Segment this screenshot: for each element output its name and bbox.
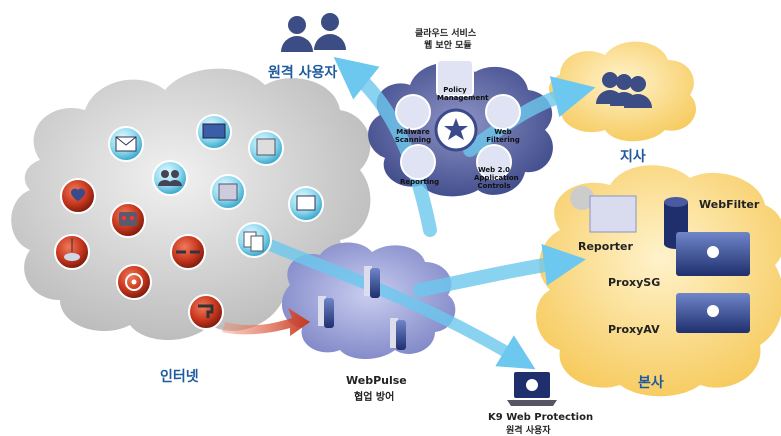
policy-module-label: Policy Management bbox=[437, 86, 489, 102]
branch-users-icon bbox=[596, 72, 652, 108]
web-filtering-module bbox=[485, 94, 521, 130]
remote-users-label: 원격 사용자 bbox=[268, 65, 338, 81]
webfilter-module-label: Web Filtering bbox=[486, 128, 520, 144]
threat-icons bbox=[54, 178, 224, 330]
cloud-service-title: 클라우드 서비스 bbox=[415, 29, 477, 39]
server-icon bbox=[318, 296, 334, 328]
webpulse-sub-label: 협업 방어 bbox=[354, 392, 395, 403]
email-icon bbox=[108, 126, 144, 162]
cloud-service-modules bbox=[395, 59, 521, 180]
robot-icon bbox=[110, 202, 146, 238]
leaking-faucet-icon bbox=[188, 294, 224, 330]
arrow-to-k9 bbox=[264, 239, 536, 370]
heart-icon bbox=[60, 178, 96, 214]
proxyav-appliance-icon bbox=[676, 293, 750, 333]
web-page-icon bbox=[248, 130, 284, 166]
internet-cloud bbox=[11, 68, 371, 341]
gears-icon bbox=[210, 174, 246, 210]
policy-management-module bbox=[436, 59, 474, 97]
content-icons bbox=[108, 114, 324, 258]
reporting-module-label: Reporting bbox=[400, 178, 440, 186]
users-icon bbox=[152, 160, 188, 196]
monitor-icon bbox=[196, 114, 232, 150]
malware-scanning-module bbox=[395, 94, 431, 130]
fish-hook-icon bbox=[54, 234, 90, 270]
webpulse-servers bbox=[318, 266, 406, 350]
remote-users-icon bbox=[281, 13, 346, 52]
biohazard-icon bbox=[116, 264, 152, 300]
k9-label: K9 Web Protection bbox=[488, 412, 594, 423]
k9-laptop-icon bbox=[507, 372, 557, 406]
arrow-to-remote-users bbox=[333, 56, 437, 237]
hq-label: 본사 bbox=[638, 375, 664, 391]
shield-icon bbox=[288, 186, 324, 222]
proxyav-label: ProxyAV bbox=[608, 323, 660, 336]
internet-label: 인터넷 bbox=[160, 369, 199, 385]
reporter-icon bbox=[570, 186, 637, 233]
webfilter-label: WebFilter bbox=[699, 198, 760, 211]
cloud-service-subtitle: 웹 보안 모듈 bbox=[424, 41, 472, 51]
server-icon bbox=[390, 318, 406, 350]
branch-label: 지사 bbox=[620, 149, 646, 165]
hq-appliances bbox=[570, 186, 750, 333]
server-icon bbox=[364, 266, 380, 298]
arrow-to-hq bbox=[413, 243, 586, 297]
webpulse-label: WebPulse bbox=[346, 374, 407, 387]
threat-arrow bbox=[222, 308, 310, 336]
web20-module-label: Web 2.0 Application Controls bbox=[474, 166, 519, 190]
malware-module-label: Malware Scanning bbox=[394, 128, 432, 144]
cable-cut-icon bbox=[170, 234, 206, 270]
reporting-module bbox=[400, 144, 436, 180]
flow-arrows bbox=[264, 56, 596, 370]
proxysg-appliance-icon bbox=[676, 232, 750, 276]
proxysg-label: ProxySG bbox=[608, 276, 661, 289]
arrow-to-branch bbox=[463, 76, 596, 157]
documents-icon bbox=[236, 222, 272, 258]
web20-module bbox=[476, 144, 512, 180]
reporter-label: Reporter bbox=[578, 240, 633, 253]
